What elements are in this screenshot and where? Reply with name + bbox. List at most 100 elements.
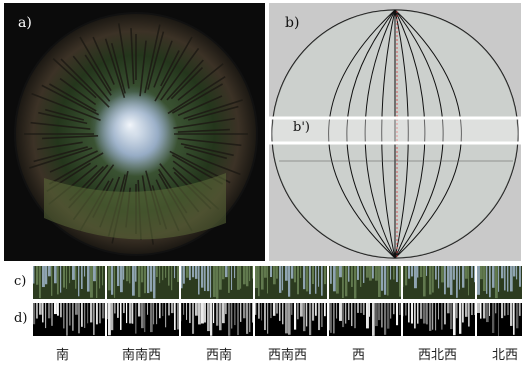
canopy-mark	[273, 266, 276, 285]
canopy-mark	[516, 266, 518, 280]
sky-gap-mark	[111, 303, 114, 331]
sky-gap-mark	[471, 303, 473, 316]
tree-trunk	[52, 58, 97, 99]
canopy-mark	[438, 266, 440, 289]
canopy-mark	[300, 266, 302, 278]
sky-gap-mark	[333, 303, 335, 334]
meridian-line	[381, 10, 396, 258]
tree-trunk	[48, 83, 97, 112]
sky-gap-mark	[231, 303, 233, 329]
canopy-mark	[198, 266, 200, 295]
sky-gap-mark	[99, 303, 101, 324]
canopy-mark	[309, 266, 311, 295]
sky-gap-mark	[354, 303, 356, 329]
tree-trunk	[160, 50, 180, 87]
sky-gap-mark	[138, 303, 141, 317]
sky-gap-mark	[78, 303, 80, 334]
canopy-mark	[423, 266, 426, 297]
canopy-mark	[219, 266, 222, 290]
canopy-mark	[357, 266, 359, 280]
canopy-mark	[279, 266, 282, 293]
fisheye-photo	[14, 12, 258, 256]
canopy-mark	[243, 266, 246, 285]
tree-trunk	[49, 150, 98, 173]
tree-trunk	[30, 121, 91, 130]
canopy-mark	[264, 266, 267, 278]
canopy-mark	[339, 266, 342, 278]
fisheye-photo-panel: a)	[4, 3, 265, 261]
canopy-mark	[453, 266, 455, 280]
canopy-mark	[435, 266, 437, 280]
sky-gap-mark	[222, 303, 225, 324]
sky-gap-mark	[360, 303, 363, 313]
canopy-mark	[390, 266, 392, 280]
sky-gap-mark	[480, 303, 482, 319]
sky-gap-mark	[273, 303, 276, 316]
meridian-line	[394, 10, 426, 258]
sky-gap-mark	[186, 303, 188, 320]
sky-gap-mark	[324, 303, 326, 317]
canopy-mark	[480, 266, 483, 280]
sky-gap-mark	[42, 303, 44, 323]
sky-gap-mark	[213, 303, 215, 324]
tree-trunk	[41, 84, 100, 116]
sky-gap-mark	[456, 303, 458, 319]
sky-gap-mark	[201, 303, 204, 324]
sky-gap-mark	[93, 303, 95, 335]
sky-gap-mark	[387, 303, 390, 329]
panel-b-label: b)	[285, 15, 300, 31]
sky-gap-mark	[369, 303, 371, 317]
tree-trunk	[186, 152, 241, 176]
sky-gap-mark	[378, 303, 381, 321]
sky-gap-mark	[318, 303, 321, 331]
sky-gap-mark	[87, 303, 89, 324]
segment-divider	[179, 303, 181, 336]
tree-trunk	[183, 99, 243, 120]
canopy-mark	[48, 266, 51, 277]
canopy-mark	[345, 266, 348, 297]
canopy-mark	[117, 266, 120, 287]
sky-gap-mark	[429, 303, 432, 331]
sky-gap-mark	[336, 303, 338, 319]
sky-gap-mark	[189, 303, 191, 324]
canopy-mark	[177, 266, 179, 282]
sky-gap-mark	[84, 303, 86, 328]
canopy-mark	[213, 266, 216, 297]
b-prime-band	[269, 116, 521, 145]
sky-gap-mark	[120, 303, 122, 330]
sky-gap-mark	[267, 303, 269, 334]
canopy-mark	[366, 266, 369, 278]
sky-gap-mark	[234, 303, 236, 326]
canopy-mark	[93, 266, 96, 282]
sky-gap-mark	[450, 303, 453, 330]
canopy-mark	[195, 266, 198, 279]
sky-gap-mark	[90, 303, 93, 323]
tree-trunk	[187, 105, 239, 121]
canopy-mark	[240, 266, 242, 289]
segment-divider	[475, 266, 477, 299]
sky-gap-mark	[96, 303, 98, 325]
sky-gap-mark	[462, 303, 464, 323]
tree-trunk	[139, 40, 147, 97]
canopy-mark	[159, 266, 161, 284]
canopy-mark	[201, 266, 204, 288]
sky-gap-mark	[270, 303, 272, 319]
sky-gap-mark	[108, 303, 111, 336]
row-c-label: c)	[14, 274, 27, 289]
canopy-mark	[399, 266, 402, 297]
sky-gap-mark	[477, 303, 480, 313]
tree-trunk	[160, 47, 200, 101]
sky-gap-mark	[282, 303, 284, 325]
tree-trunk	[60, 58, 110, 108]
canopy-mark	[468, 266, 470, 296]
segment-divider	[327, 266, 329, 299]
sky-gap-mark	[249, 303, 251, 333]
canopy-mark	[360, 266, 362, 287]
sky-gap-mark	[426, 303, 428, 325]
sky-gap-mark	[123, 303, 125, 314]
sky-gap-mark	[465, 303, 468, 317]
canopy-mark	[381, 266, 384, 291]
sky-gap-mark	[174, 303, 176, 330]
canopy-mark	[192, 266, 195, 278]
canopy-mark	[288, 266, 291, 297]
